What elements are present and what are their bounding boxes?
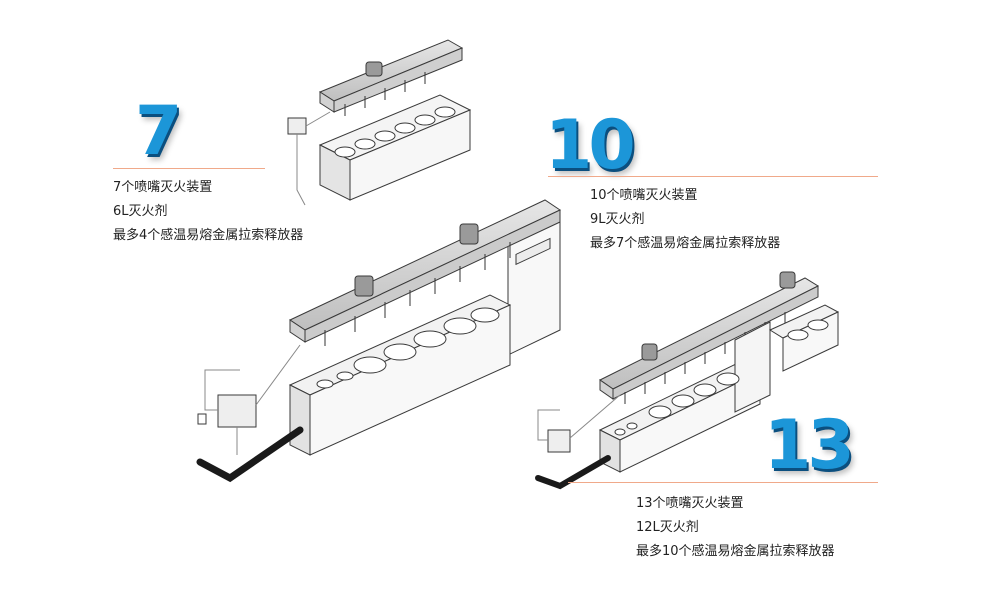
- spec-agent: 12L灭火剂: [636, 520, 699, 535]
- nozzle-count-10: 10: [545, 106, 636, 185]
- spec-nozzles: 13个喷嘴灭火装置: [636, 496, 744, 511]
- illustration-10-nozzle: [197, 199, 562, 456]
- illustration-13-nozzle: [537, 271, 840, 473]
- illustration-7-nozzle: [287, 39, 472, 206]
- spec-list-13: 13个喷嘴灭火装置 12L灭火剂 最多10个感温易熔金属拉索释放器: [636, 492, 835, 564]
- nozzle-count-13: 13: [764, 406, 855, 485]
- gas-pipe: [535, 455, 611, 490]
- spec-releases: 最多10个感温易熔金属拉索释放器: [636, 544, 835, 559]
- spec-nozzles: 10个喷嘴灭火装置: [590, 188, 698, 203]
- divider-13: [568, 482, 878, 483]
- spec-agent: 9L灭火剂: [590, 212, 645, 227]
- spec-releases: 最多4个感温易熔金属拉索释放器: [113, 228, 304, 243]
- gas-pipe: [196, 426, 304, 483]
- divider-7: [113, 168, 265, 169]
- spec-list-7: 7个喷嘴灭火装置 6L灭火剂 最多4个感温易熔金属拉索释放器: [113, 176, 303, 248]
- spec-agent: 6L灭火剂: [113, 204, 168, 219]
- spec-releases: 最多7个感温易熔金属拉索释放器: [590, 236, 781, 251]
- spec-list-10: 10个喷嘴灭火装置 9L灭火剂 最多7个感温易熔金属拉索释放器: [590, 184, 780, 256]
- divider-10: [548, 176, 878, 177]
- nozzle-count-7: 7: [135, 92, 182, 171]
- spec-nozzles: 7个喷嘴灭火装置: [113, 180, 213, 195]
